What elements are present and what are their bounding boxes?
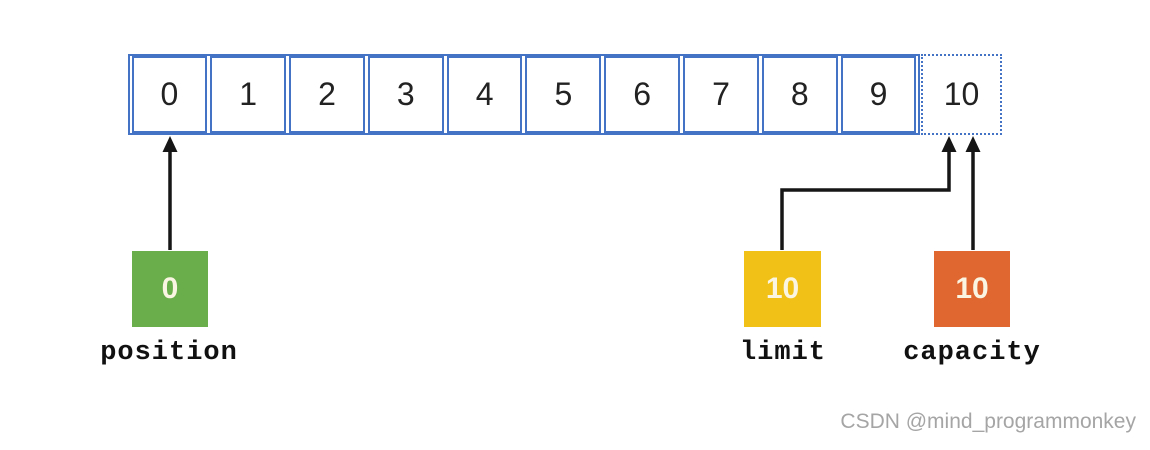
capacity-value-box: 10 <box>934 251 1010 327</box>
position-label: position <box>100 338 238 368</box>
position-arrow <box>162 136 178 250</box>
limit-label: limit <box>739 338 826 368</box>
watermark: CSDN @mind_programmonkey <box>840 410 1136 433</box>
limit-value-box: 10 <box>744 251 821 327</box>
buffer-array: 0 1 2 3 4 5 6 7 8 9 <box>128 54 920 135</box>
array-cell-overflow: 10 <box>921 54 1002 135</box>
array-cell-2: 2 <box>289 56 365 133</box>
array-cell-0: 0 <box>131 56 208 133</box>
array-cell-4: 4 <box>446 56 523 133</box>
limit-arrow <box>780 136 957 250</box>
array-cell-6: 6 <box>604 56 681 133</box>
capacity-arrow <box>965 136 981 250</box>
array-cell-8: 8 <box>761 56 838 133</box>
array-cell-7: 7 <box>683 56 759 133</box>
position-value-box: 0 <box>132 251 208 327</box>
array-cell-3: 3 <box>367 56 444 133</box>
capacity-label: capacity <box>903 338 1041 368</box>
array-cell-5: 5 <box>525 56 602 133</box>
array-cell-9: 9 <box>840 56 917 133</box>
array-cell-1: 1 <box>210 56 287 133</box>
